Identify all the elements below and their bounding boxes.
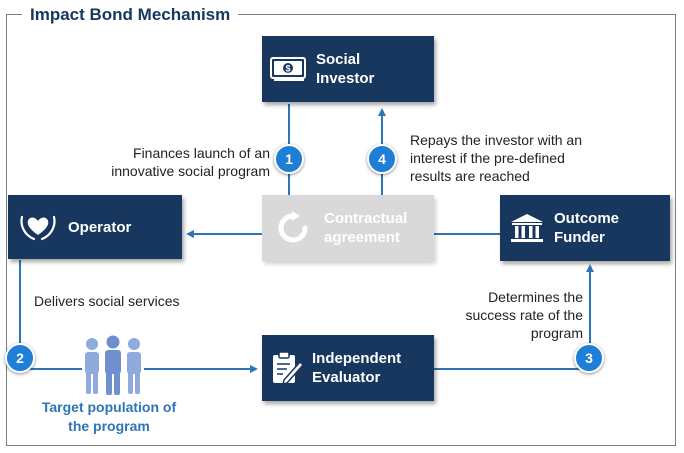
- svg-text:$: $: [285, 64, 290, 74]
- clipboard-pen-icon: [262, 350, 312, 386]
- money-icon: $: [262, 55, 316, 83]
- target-line1: Target population of: [41, 399, 177, 415]
- step4-line2: interest if the pre-defined: [410, 150, 565, 166]
- building-icon: [500, 212, 554, 244]
- circular-arrow-icon: [262, 208, 324, 248]
- step4-badge: 4: [367, 144, 397, 174]
- step2-text: Delivers social services: [34, 292, 234, 310]
- step4-line3: results are reached: [410, 168, 530, 184]
- step3-badge: 3: [574, 343, 604, 373]
- contractual-line2: agreement: [324, 229, 400, 246]
- step1-text: Finances launch of an innovative social …: [100, 144, 270, 180]
- target-line2: the program: [68, 418, 150, 434]
- diagram-frame: [6, 14, 676, 446]
- step4-text: Repays the investor with an interest if …: [410, 131, 640, 185]
- operator-label: Operator: [68, 218, 132, 236]
- step3-line3: program: [530, 325, 583, 341]
- outcome-funder-line2: Funder: [554, 229, 605, 246]
- contractual-line1: Contractual: [324, 210, 408, 227]
- step2-line1: Delivers social services: [34, 293, 180, 309]
- contractual-agreement-box: Contractual agreement: [262, 195, 434, 261]
- step4-line1: Repays the investor with an: [410, 132, 582, 148]
- social-investor-line2: Investor: [316, 70, 375, 87]
- step2-badge: 2: [5, 343, 35, 373]
- evaluator-line2: Evaluator: [312, 369, 381, 386]
- people-icon: [82, 334, 144, 396]
- social-investor-line1: Social: [316, 51, 361, 68]
- step1-badge: 1: [274, 144, 304, 174]
- operator-box: Operator: [8, 195, 182, 259]
- step1-line2: innovative social program: [111, 163, 270, 179]
- diagram-title: Impact Bond Mechanism: [22, 5, 239, 25]
- step1-line1: Finances launch of an: [133, 145, 270, 161]
- target-population-label: Target population of the program: [14, 398, 204, 436]
- social-investor-box: $ Social Investor: [262, 36, 434, 102]
- hands-heart-icon: [8, 211, 68, 243]
- outcome-funder-box: Outcome Funder: [500, 195, 670, 261]
- evaluator-line1: Independent: [312, 350, 402, 367]
- outcome-funder-line1: Outcome: [554, 210, 620, 227]
- step3-line2: success rate of the: [465, 307, 583, 323]
- step3-line1: Determines the: [488, 289, 583, 305]
- step3-text: Determines the success rate of the progr…: [420, 288, 583, 342]
- independent-evaluator-box: Independent Evaluator: [262, 335, 434, 401]
